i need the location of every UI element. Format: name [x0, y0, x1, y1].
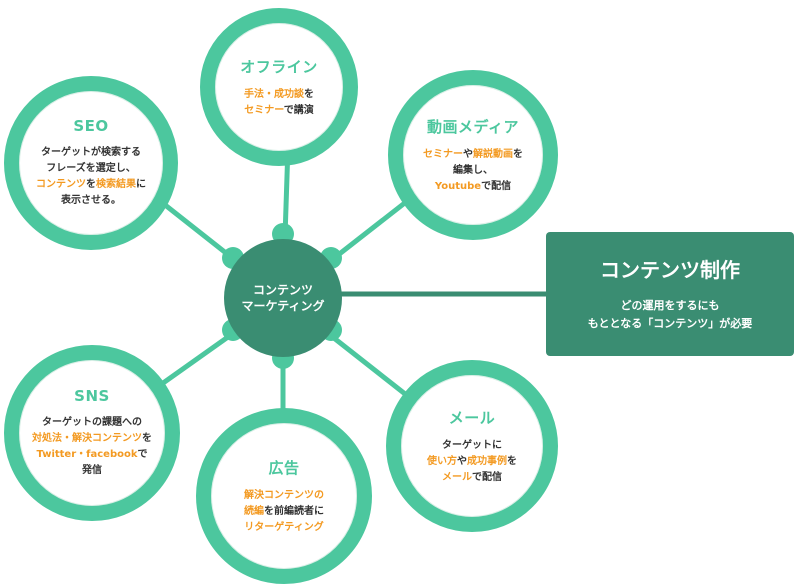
node-mail: メール ターゲットに 使い方や成功事例を メールで配信	[386, 360, 558, 532]
content-production-box: コンテンツ制作 どの運用をするにも もととなる「コンテンツ」が必要	[546, 232, 794, 356]
node-advertising: 広告 解決コンテンツの 続編を前編読者に リターゲティング	[196, 408, 372, 584]
content-production-desc: どの運用をするにも もととなる「コンテンツ」が必要	[587, 299, 753, 330]
node-offline: オフライン 手法・成功談を セミナーで講演	[200, 8, 358, 166]
offline-highlight-method: 手法・成功談	[244, 88, 304, 100]
node-ad-desc: 解決コンテンツの 続編を前編読者に リターゲティング	[244, 489, 324, 533]
node-sns-desc: ターゲットの課題への 対処法・解決コンテンツを Twitter・facebook…	[32, 417, 152, 476]
node-offline-title: オフライン	[240, 57, 318, 76]
hub-line1: コンテンツ	[252, 283, 313, 297]
node-seo: SEO ターゲットが検索する フレーズを選定し、 コンテンツを検索結果に 表示さ…	[4, 76, 178, 250]
node-offline-desc: 手法・成功談を セミナーで講演	[244, 88, 314, 116]
node-video-title: 動画メディア	[427, 117, 519, 136]
node-seo-desc: ターゲットが検索する フレーズを選定し、 コンテンツを検索結果に 表示させる。	[36, 147, 146, 206]
node-mail-title: メール	[448, 408, 496, 427]
hub-line2: マーケティング	[241, 299, 325, 313]
node-sns: SNS ターゲットの課題への 対処法・解決コンテンツを Twitter・face…	[4, 345, 180, 521]
node-video-media: 動画メディア セミナーや解説動画を 編集し、 Youtubeで配信	[388, 70, 558, 240]
offline-highlight-seminar: セミナー	[244, 104, 284, 116]
hub-content-marketing: コンテンツ マーケティング	[224, 239, 342, 357]
node-seo-title: SEO	[73, 117, 109, 135]
node-video-desc: セミナーや解説動画を 編集し、 Youtubeで配信	[423, 148, 523, 192]
content-production-title: コンテンツ制作	[600, 258, 740, 282]
node-sns-title: SNS	[74, 387, 110, 405]
node-mail-desc: ターゲットに 使い方や成功事例を メールで配信	[427, 439, 517, 483]
node-ad-title: 広告	[268, 458, 300, 477]
